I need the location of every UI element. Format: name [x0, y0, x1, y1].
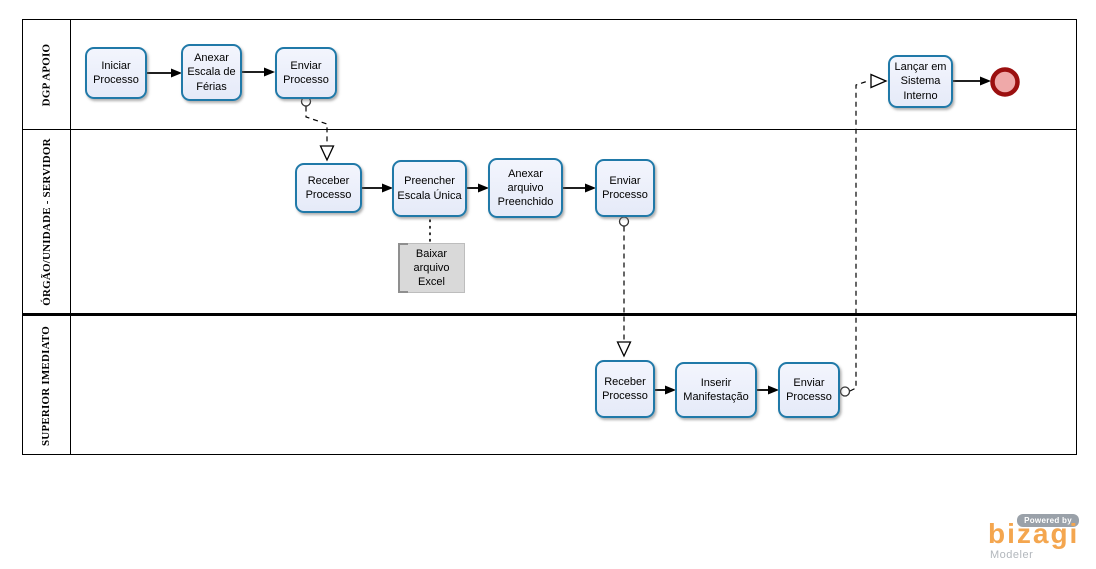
task-anexar-arquivo-preenchido[interactable]: Anexar arquivo Preenchido: [488, 158, 563, 218]
lane-label: ÓRGÃO/UNIDADE - SERVIDOR: [40, 137, 53, 306]
task-label: Inserir Manifestação: [683, 376, 749, 403]
text-annotation-baixar-arquivo-excel[interactable]: Baixar arquivo Excel: [398, 243, 465, 293]
powered-by-label: Powered by: [1024, 516, 1072, 525]
task-iniciar-processo[interactable]: Iniciar Processo: [85, 47, 147, 99]
task-anexar-escala-de-ferias[interactable]: Anexar Escala de Férias: [181, 44, 242, 101]
task-label: Anexar arquivo Preenchido: [497, 167, 554, 209]
task-receber-processo-superior[interactable]: Receber Processo: [595, 360, 655, 418]
task-receber-processo-servidor[interactable]: Receber Processo: [295, 163, 362, 213]
task-label: Receber Processo: [305, 174, 352, 201]
lane-divider-2: [22, 313, 1077, 316]
bizagi-wordmark: bizagi: [988, 518, 1080, 549]
lane-superior-imediato: SUPERIOR IMEDIATO: [23, 316, 70, 455]
task-preencher-escala-unica[interactable]: Preencher Escala Única: [392, 160, 467, 217]
task-lancar-em-sistema-interno[interactable]: Lançar em Sistema Interno: [888, 55, 953, 108]
lane-orgao-unidade-servidor: ÓRGÃO/UNIDADE - SERVIDOR: [23, 130, 70, 313]
task-enviar-processo-servidor[interactable]: Enviar Processo: [595, 159, 655, 217]
bizagi-logo: Powered by bizagi Modeler: [985, 511, 1081, 563]
powered-by-badge: Powered by: [1017, 514, 1079, 527]
annotation-label: Baixar arquivo Excel: [413, 247, 450, 289]
pool-border: [22, 19, 1077, 455]
task-label: Lançar em Sistema Interno: [894, 61, 947, 102]
lane-label-column-divider: [70, 19, 71, 455]
task-enviar-processo-dgp[interactable]: Enviar Processo: [275, 47, 337, 99]
task-label: Enviar Processo: [786, 376, 832, 403]
task-inserir-manifestacao[interactable]: Inserir Manifestação: [675, 362, 757, 418]
lane-label: DGP APOIO: [40, 43, 53, 106]
lane-divider-1: [22, 129, 1077, 130]
task-label: Enviar Processo: [283, 59, 329, 86]
task-label: Anexar Escala de Férias: [187, 52, 236, 93]
lane-label: SUPERIOR IMEDIATO: [40, 325, 53, 446]
task-label: Iniciar Processo: [93, 59, 139, 86]
task-label: Enviar Processo: [602, 174, 648, 201]
task-enviar-processo-superior[interactable]: Enviar Processo: [778, 362, 840, 418]
task-label: Receber Processo: [602, 375, 648, 402]
lane-dgp-apoio: DGP APOIO: [23, 20, 70, 129]
task-label: Preencher Escala Única: [397, 175, 462, 202]
modeler-label: Modeler: [990, 549, 1034, 561]
